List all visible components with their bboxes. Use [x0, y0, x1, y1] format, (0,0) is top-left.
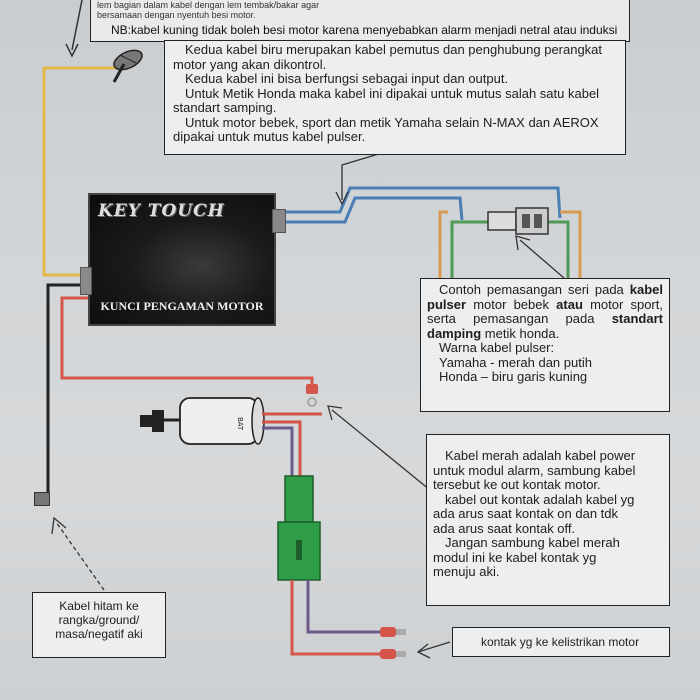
- blue-note-line: standart samping.: [173, 100, 277, 115]
- orange-wire-right: [560, 210, 582, 280]
- module-plug-right: [272, 209, 286, 233]
- kontak-pointer-arrow: [417, 641, 451, 653]
- red-note-line: modul ini ke kabel kontak yg: [433, 549, 597, 565]
- red-note-line: kabel out kontak adalah kabel yg: [445, 491, 635, 507]
- pulser-note-paragraph: Contoh pemasangan seri pada kabel pulser…: [427, 282, 663, 341]
- ignition-wire-purple: [262, 426, 294, 476]
- ground-pointer-arrow: [55, 521, 105, 591]
- key-touch-module: KEY TOUCH KUNCI PENGAMAN MOTOR: [80, 193, 286, 326]
- screw-icon: [112, 49, 143, 83]
- top-note: lem bagian dalam kabel dengan lem tembak…: [90, 0, 630, 42]
- red-note-line: untuk modul alarm, sambung kabel: [433, 462, 636, 478]
- ignition-switch-icon: BAT: [140, 397, 265, 445]
- pulser-color-honda: Honda – biru garis kuning: [439, 369, 588, 384]
- orange-wire-left: [438, 210, 448, 280]
- kontak-note-text: kontak yg ke kelistrikan motor: [481, 635, 640, 649]
- blue-note-line: motor yang akan dikontrol.: [173, 56, 327, 72]
- blue-note-line: Untuk Metik Honda maka kabel ini dipakai…: [185, 85, 600, 101]
- red-note-line: ada arus saat kontak on dan tdk: [433, 506, 619, 521]
- ground-plug-icon: [34, 492, 50, 506]
- pulser-color-yamaha: Yamaha - merah dan putih: [439, 354, 592, 370]
- blue-wire-note: Kedua kabel biru merupakan kabel pemutus…: [164, 40, 626, 155]
- blue-note-line: Untuk motor bebek, sport dan metik Yamah…: [185, 114, 599, 130]
- red-terminal-icon: [306, 384, 318, 407]
- pulser-note-text: honda.: [519, 325, 560, 341]
- pulser-color-heading: Warna kabel pulser:: [439, 340, 555, 355]
- yellow-wire: [42, 66, 118, 277]
- svg-text:BAT: BAT: [236, 417, 244, 431]
- blue-note-line: Kedua kabel biru merupakan kabel pemutus…: [185, 42, 603, 57]
- module-logo: KEY TOUCH: [98, 201, 225, 221]
- ignition-wire-red-2: [262, 420, 302, 476]
- ground-note-line: Kabel hitam ke: [59, 599, 139, 613]
- red-note-line: tersebut ke out kontak motor.: [433, 477, 601, 492]
- pulser-pointer-arrow: [519, 239, 565, 279]
- module-plug-left: [80, 267, 92, 295]
- red-wire-module: [60, 296, 314, 392]
- pulser-note-strong: kabel pulser: [427, 282, 663, 312]
- red-wire-note: Kabel merah adalah kabel power untuk mod…: [426, 434, 670, 606]
- ground-note-line: rangka/ground/: [58, 613, 140, 627]
- red-wire-out: [290, 580, 380, 656]
- pulser-note-text: pada: [565, 311, 595, 326]
- blue-pointer-arrow: [341, 151, 386, 200]
- ground-note: Kabel hitam ke rangka/ground/ masa/negat…: [32, 592, 166, 658]
- top-note-line-1: lem bagian dalam kabel dengan lem tembak…: [97, 0, 320, 10]
- pulser-note-text: Contoh pemasangan seri pada: [439, 282, 624, 297]
- blue-wire-1: [276, 186, 562, 219]
- pulser-note-text: metik: [484, 325, 516, 341]
- top-note-nb: NB:kabel kuning tidak boleh besi motor k…: [111, 23, 618, 37]
- green-wire-right: [548, 220, 570, 280]
- fuse-relay-icon: [277, 475, 321, 581]
- purple-wire-out: [306, 580, 380, 634]
- black-wire: [46, 283, 88, 492]
- red-note-line: Jangan sambung kabel merah: [445, 535, 620, 550]
- red-note-line: ada arus saat kontak off.: [433, 520, 576, 536]
- red-note-line: menuju aki.: [433, 564, 500, 579]
- pulser-note-text: motor sport, serta pemasangan: [427, 296, 663, 326]
- blue-note-line: dipakai untuk mutus kabel pulser.: [173, 129, 366, 144]
- kontak-note: kontak yg ke kelistrikan motor: [452, 627, 670, 657]
- red-pointer-arrow: [331, 409, 431, 491]
- pulser-connector-icon: [487, 207, 549, 235]
- ground-note-line: masa/negatif aki: [55, 627, 143, 641]
- pulser-note-strong: standart damping: [427, 311, 663, 341]
- pulser-note: Contoh pemasangan seri pada kabel pulser…: [420, 278, 670, 412]
- blue-note-line: Kedua kabel ini bisa berfungsi sebagai i…: [185, 71, 509, 86]
- module-label: KUNCI PENGAMAN MOTOR: [100, 299, 264, 313]
- top-note-line-2: bersamaan dengan nyentuh besi motor.: [97, 10, 256, 20]
- red-note-line: Kabel merah adalah kabel power: [445, 448, 636, 463]
- pulser-note-text: motor bebek: [473, 296, 549, 312]
- pulser-note-strong: atau: [556, 296, 583, 312]
- terminal-connectors-icon: [380, 627, 406, 659]
- blue-wire-2: [276, 196, 464, 224]
- green-wire-left: [450, 220, 462, 280]
- screw-pointer-arrow: [71, 0, 83, 51]
